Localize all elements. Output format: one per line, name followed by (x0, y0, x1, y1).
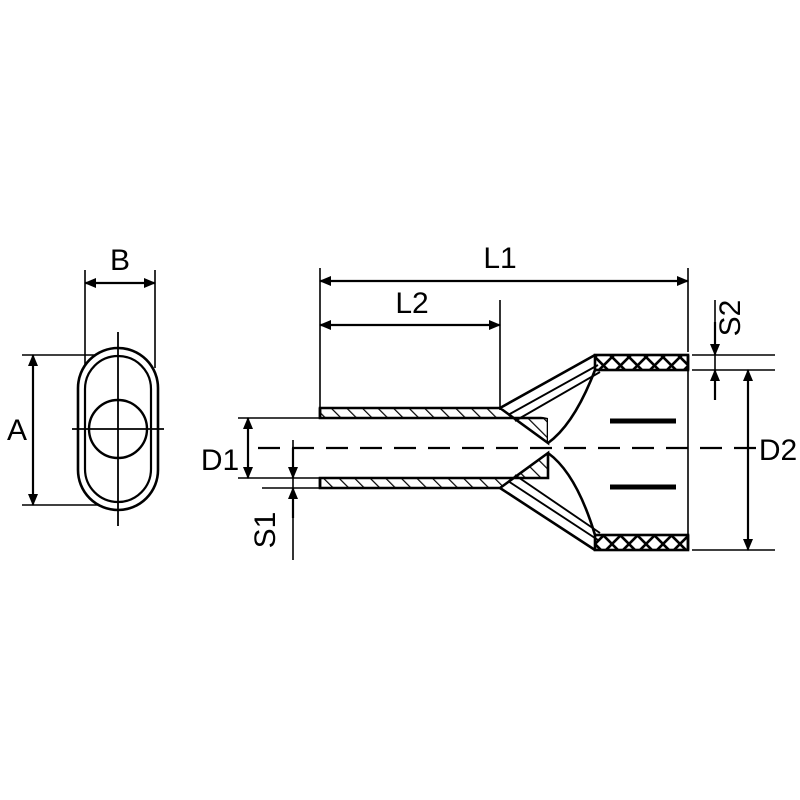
front-view-centerlines (72, 332, 164, 526)
dimension-D1: D1 (201, 417, 253, 479)
collar-top-sleeve-wall (593, 353, 690, 372)
collar-top-funnel (499, 353, 601, 445)
dimension-S2-label: S2 (714, 300, 747, 337)
dimension-D2-label: D2 (759, 434, 797, 467)
dimension-L2: L2 (319, 287, 501, 330)
dimension-L2-label: L2 (395, 287, 428, 320)
dimension-S1: S1 (249, 448, 298, 549)
dimension-A: A (7, 354, 38, 506)
dimension-B-label: B (110, 244, 130, 277)
dimension-L1: L1 (319, 242, 689, 286)
dimension-A-label: A (7, 414, 27, 447)
collar-bottom-funnel (499, 451, 601, 552)
dimension-B: B (84, 244, 156, 288)
side-section-view: L1 L2 D1 S1 S2 (201, 242, 797, 560)
dimension-S1-label: S1 (249, 512, 282, 549)
dimension-D2: D2 (743, 369, 797, 551)
dimension-L1-label: L1 (483, 242, 516, 275)
front-end-view: B A (7, 244, 164, 526)
dimension-S2: S2 (710, 300, 747, 400)
dimension-D1-label: D1 (201, 444, 239, 477)
collar-bottom-sleeve-wall (593, 533, 690, 552)
